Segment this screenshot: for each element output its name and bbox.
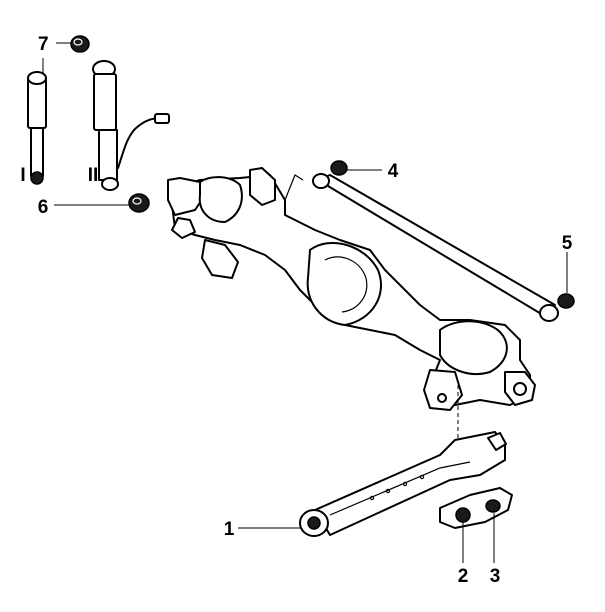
shock-ii-upper-body [93, 73, 117, 131]
shock-i-rod [30, 127, 44, 177]
axle-right-lower-lug [423, 369, 463, 411]
shock-i-top-eye [27, 71, 47, 85]
shock-ii-hose-fitting [154, 113, 170, 124]
bracket-body [439, 487, 513, 529]
shock-i-bottom-eye [30, 171, 44, 185]
trailing-arm-front-bushing-center [307, 516, 321, 530]
trailing-arm-rib [329, 461, 471, 516]
trailing-arm [299, 431, 507, 537]
panhard-rod [312, 173, 559, 322]
shock-ii-hose [117, 117, 161, 169]
panhard-rod-left-eye [312, 173, 330, 189]
bushing-5 [557, 293, 575, 309]
callout-2: 2 [458, 566, 469, 587]
shock-absorber-ii [92, 60, 170, 191]
bracket-bushing-2 [455, 507, 471, 523]
axle-right-lug-hole [437, 393, 447, 403]
callout-1: 1 [224, 519, 235, 540]
trailing-arm-hole-2 [385, 488, 391, 494]
axle-right-hub [439, 320, 508, 375]
callout-5: 5 [562, 233, 573, 254]
axle-differential [306, 241, 382, 326]
rear-axle-beam [167, 167, 536, 411]
callout-6: 6 [38, 197, 49, 218]
trailing-arm-hole-3 [402, 481, 408, 487]
bracket-bushing-3 [485, 499, 501, 513]
shock-absorber-i [27, 71, 47, 185]
axle-differential-inner [324, 256, 368, 313]
bushing-4 [330, 160, 348, 176]
axle-left-hub [198, 176, 243, 223]
variant-label-i: I [20, 165, 25, 186]
axle-left-mount [249, 167, 276, 206]
variant-label-ii: II [88, 165, 99, 186]
axle-right-flange-hole [513, 382, 527, 396]
callout-4: 4 [388, 161, 399, 182]
shock-i-upper-body [27, 77, 47, 129]
trailing-arm-rear-tab [487, 432, 507, 451]
panhard-rod-right-eye [539, 304, 559, 322]
trailing-arm-hole-4 [419, 474, 425, 480]
shock-ii-lower-body [98, 129, 118, 181]
axle-left-tab [171, 217, 196, 239]
axle-top-strut [284, 174, 304, 201]
trailing-arm-bracket [439, 487, 513, 529]
axle-left-lower-lug [201, 239, 239, 279]
callout-3: 3 [490, 566, 501, 587]
shock-ii-bottom-eye [101, 177, 119, 191]
bushing-7 [70, 35, 90, 53]
bushing-6 [128, 193, 150, 213]
trailing-arm-hole-1 [369, 495, 375, 501]
callout-7: 7 [38, 34, 49, 55]
